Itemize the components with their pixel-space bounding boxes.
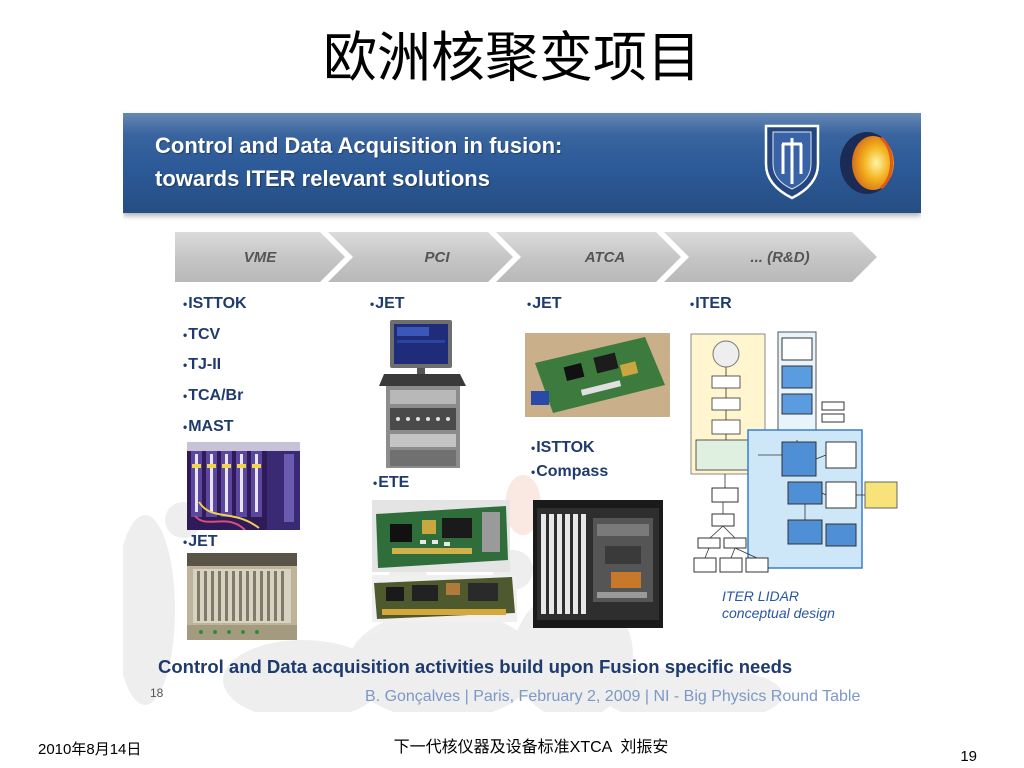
stage-label: PCI [424,248,450,266]
slide-title: 欧洲核聚变项目 [323,26,701,89]
rnd-iter-list: ITER [690,289,731,320]
vme-rack-photo [187,442,300,530]
jet-rack-photo [187,553,297,640]
ete-second-board-photo [372,575,517,622]
footer-page-number: 19 [960,748,977,765]
pci-jet-list: JET [370,289,404,320]
vme-jet-list: JET [183,527,217,558]
list-item: TJ-II [183,350,247,381]
fusion-institute-logo [840,132,894,194]
stage-arrow-pci: PCI [328,232,513,282]
stage-arrow-vme: VME [175,232,345,282]
university-shield-logo [764,124,820,200]
atca-system-list: ISTTOK Compass [531,436,608,484]
presentation-credit: B. Gonçalves | Paris, February 2, 2009 |… [365,688,861,705]
header-title: Control and Data Acquisition in fusion: … [155,129,562,195]
stage-arrow-atca: ATCA [496,232,681,282]
header-title-line2: towards ITER relevant solutions [155,166,490,191]
embedded-slide-image: Control and Data Acquisition in fusion: … [123,110,921,712]
iter-lidar-caption-line1: ITER LIDAR [722,588,800,604]
iter-lidar-caption: ITER LIDAR conceptual design [722,588,835,622]
atca-chassis-photo [533,500,663,628]
stage-label: ATCA [584,248,626,266]
list-item: ISTTOK [531,436,608,460]
pci-ete-list: ETE [373,468,409,499]
list-item: ITER [690,289,731,320]
vme-system-list: ISTTOK TCV TJ-II TCA/Br MAST [183,289,247,443]
header-bar: Control and Data Acquisition in fusion: … [123,113,921,213]
stage-arrow-rnd: ... (R&D) [664,232,877,282]
list-item: ISTTOK [183,289,246,320]
iter-lidar-block-diagram [690,330,900,582]
iter-lidar-caption-line2: conceptual design [722,605,835,621]
control-terminal-photo [379,320,466,468]
stage-label: VME [243,248,277,266]
list-item: TCV [183,320,247,351]
list-item: Compass [531,460,608,484]
list-item: JET [183,527,217,558]
list-item: JET [370,289,404,320]
atca-board-photo [525,333,670,417]
summary-statement: Control and Data acquisition activities … [158,656,793,677]
atca-jet-list: JET [527,289,561,320]
list-item: JET [527,289,561,320]
footer-date: 2010年8月14日 [38,741,142,758]
header-title-line1: Control and Data Acquisition in fusion: [155,133,563,158]
list-item: MAST [183,412,247,443]
stage-label: ... (R&D) [750,248,810,266]
list-item: TCA/Br [183,381,247,412]
list-item: ETE [373,468,409,499]
ete-board-photo [372,500,510,572]
footer-subject: 下一代核仪器及设备标准XTCA 刘振安 [393,739,669,756]
embedded-page-number: 18 [150,686,164,700]
